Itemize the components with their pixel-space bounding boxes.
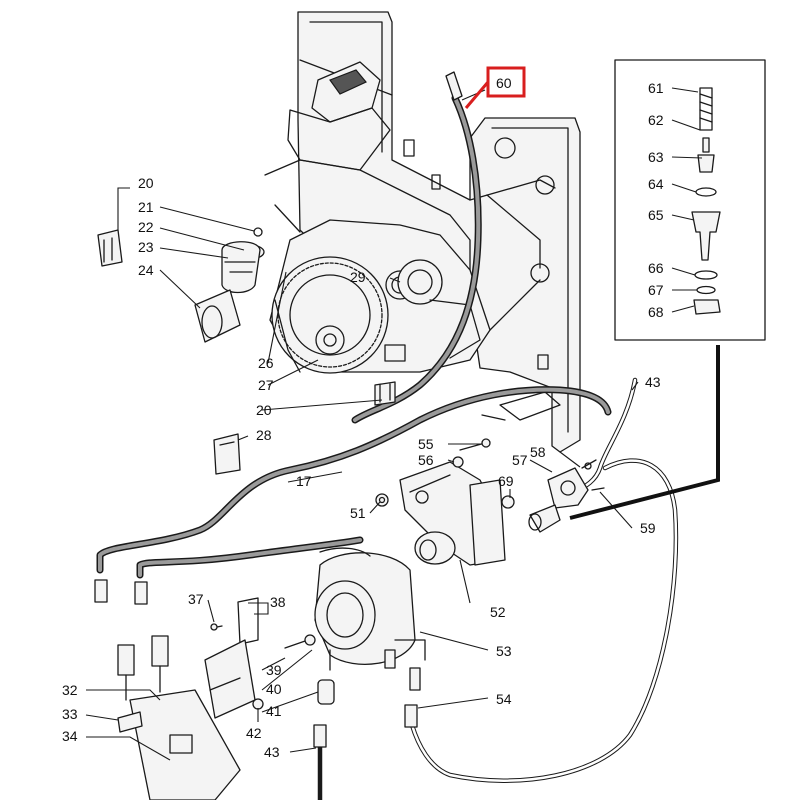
callout-67: 67 — [648, 282, 664, 298]
callout-28: 28 — [256, 427, 272, 443]
callout-65: 65 — [648, 207, 664, 223]
valve-assembly — [528, 459, 605, 533]
callout-54: 54 — [496, 691, 512, 707]
callout-40: 40 — [266, 681, 282, 697]
brew-group — [269, 219, 491, 374]
callout-57: 57 — [512, 452, 528, 468]
callout-69: 69 — [498, 473, 514, 489]
callout-41: 41 — [266, 703, 282, 719]
callout-53: 53 — [496, 643, 512, 659]
callout-26: 26 — [258, 355, 274, 371]
callout-68: 68 — [648, 304, 664, 320]
motor-assembly-left — [97, 227, 265, 343]
callout-20-top: 20 — [138, 175, 154, 191]
callout-22: 22 — [138, 219, 154, 235]
callout-66: 66 — [648, 260, 664, 276]
callout-43-bottom: 43 — [264, 744, 280, 760]
callout-61: 61 — [648, 80, 664, 96]
inset-valve-parts — [614, 59, 766, 341]
hose-17 — [94, 386, 612, 605]
callout-37: 37 — [188, 591, 204, 607]
callout-33: 33 — [62, 706, 78, 722]
callout-55: 55 — [418, 436, 434, 452]
callout-63: 63 — [648, 149, 664, 165]
callout-27: 27 — [258, 377, 274, 393]
callout-64: 64 — [648, 176, 664, 192]
callout-42: 42 — [246, 725, 262, 741]
callout-24: 24 — [138, 262, 154, 278]
callout-17: 17 — [296, 473, 312, 489]
brackets — [213, 381, 396, 475]
callout-62: 62 — [648, 112, 664, 128]
callout-39: 39 — [266, 662, 282, 678]
callout-58: 58 — [530, 444, 546, 460]
callout-59: 59 — [640, 520, 656, 536]
thermoblock — [314, 547, 426, 691]
highlight-leader-60 — [464, 81, 490, 109]
heater-unit-left — [117, 597, 335, 800]
callout-29: 29 — [350, 269, 366, 285]
callout-32: 32 — [62, 682, 78, 698]
screws-55-56 — [452, 438, 491, 468]
callout-56: 56 — [418, 452, 434, 468]
callout-51: 51 — [350, 505, 366, 521]
inset-leader-line — [569, 345, 720, 520]
callout-20-bottom: 20 — [256, 402, 272, 418]
highlight-box-60 — [486, 66, 526, 98]
callout-52: 52 — [490, 604, 506, 620]
callout-23: 23 — [138, 239, 154, 255]
pump — [375, 461, 515, 566]
callout-21: 21 — [138, 199, 154, 215]
callout-34: 34 — [62, 728, 78, 744]
callout-43-right: 43 — [645, 374, 661, 390]
callout-labels: 20 21 22 23 24 26 27 20 28 29 17 51 52 5… — [62, 75, 664, 760]
callout-60: 60 — [496, 75, 512, 91]
callout-38: 38 — [270, 594, 286, 610]
